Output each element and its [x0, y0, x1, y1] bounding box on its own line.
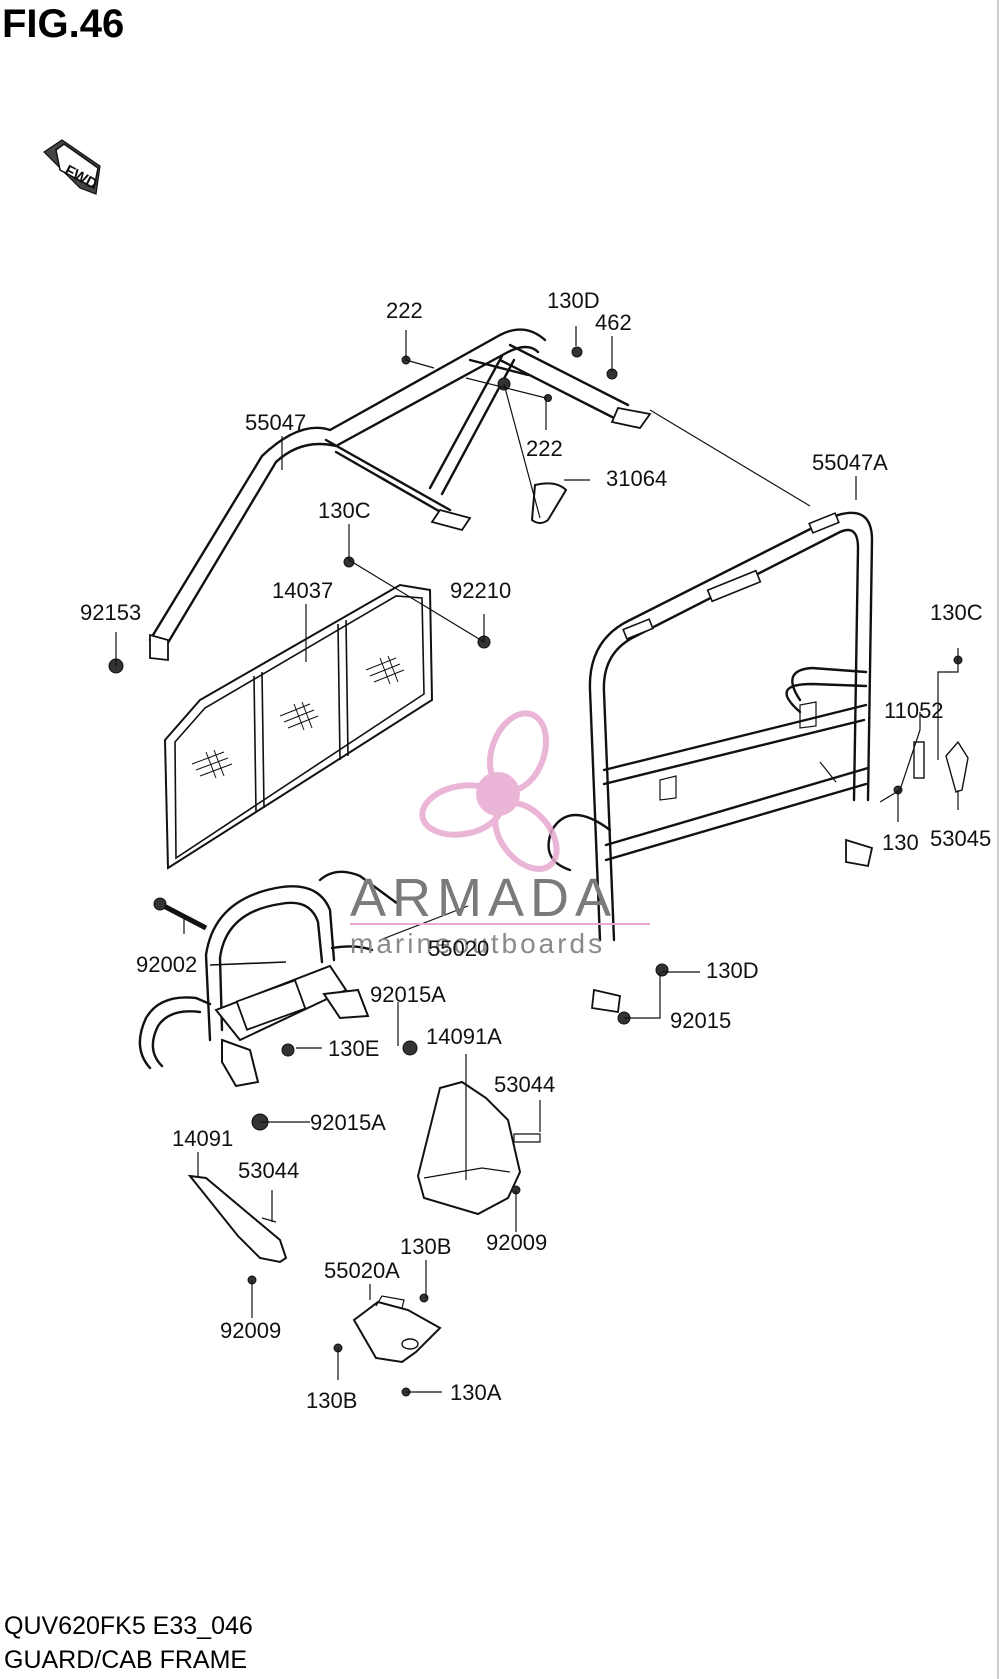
- footer-model-code: QUV620FK5 E33_046: [4, 1612, 253, 1640]
- part-label: 53045: [930, 826, 991, 851]
- part-label: 92009: [220, 1318, 281, 1343]
- part-label: 222: [526, 436, 563, 461]
- cushion-31064: [530, 482, 568, 524]
- part-label: 53044: [238, 1158, 299, 1183]
- part-label: 130C: [318, 498, 371, 523]
- upper-roll-bar-55047: [148, 328, 652, 662]
- fwd-direction-badge: FWD: [43, 139, 101, 195]
- part-label: 53044: [494, 1072, 555, 1097]
- part-label: 130B: [306, 1388, 357, 1413]
- watermark-tagline: marineoutboards: [350, 928, 605, 959]
- side-panel-14091a: [416, 1080, 522, 1216]
- figure-title: FIG.46: [2, 2, 125, 46]
- part-label: 92210: [450, 578, 511, 603]
- part-label: 92015A: [310, 1110, 386, 1135]
- part-label: 130D: [547, 288, 600, 313]
- part-label: 11052: [884, 698, 944, 723]
- page-edge-rule: [997, 0, 999, 1679]
- part-label: 222: [386, 298, 423, 323]
- watermark-brand: ARMADA: [350, 868, 617, 928]
- clip-53044-right: [513, 1133, 541, 1143]
- part-label: 31064: [606, 466, 667, 491]
- rear-cab-frame-55047a: [547, 511, 874, 1014]
- part-label: 55020: [428, 936, 489, 961]
- armada-watermark: ARMADA marineoutboards: [350, 710, 650, 959]
- part-label: 92015A: [370, 982, 446, 1007]
- part-label: 130A: [450, 1380, 502, 1405]
- fasteners: [108, 346, 969, 1397]
- part-labels: 222 130D 462 55047 222 31064 55047A 130C…: [80, 288, 991, 1413]
- part-label: 130D: [706, 958, 759, 983]
- rear-screen-14037: [163, 583, 434, 870]
- part-label: 462: [595, 310, 632, 335]
- leader-lines: [115, 326, 959, 1393]
- part-label: 92153: [80, 600, 141, 625]
- footer-section-name: GUARD/CAB FRAME: [4, 1646, 248, 1674]
- side-panel-14091: [187, 1174, 288, 1264]
- part-label: 14091: [172, 1126, 233, 1151]
- skid-plate-55020a: [352, 1300, 442, 1364]
- part-label: 14037: [272, 578, 333, 603]
- part-label: 55047: [245, 410, 306, 435]
- part-label: 130B: [400, 1234, 451, 1259]
- part-label: 130: [882, 830, 919, 855]
- part-label: 55020A: [324, 1258, 400, 1283]
- part-label: 55047A: [812, 450, 888, 475]
- part-label: 92015: [670, 1008, 731, 1033]
- part-label: 14091A: [426, 1024, 502, 1049]
- part-label: 92009: [486, 1230, 547, 1255]
- part-label: 92002: [136, 952, 197, 977]
- front-guard-55020: [138, 870, 400, 1088]
- clip-53044-left: [261, 1217, 277, 1223]
- part-label: 130E: [328, 1036, 379, 1061]
- propeller-logo: [419, 710, 560, 872]
- part-label: 130C: [930, 600, 983, 625]
